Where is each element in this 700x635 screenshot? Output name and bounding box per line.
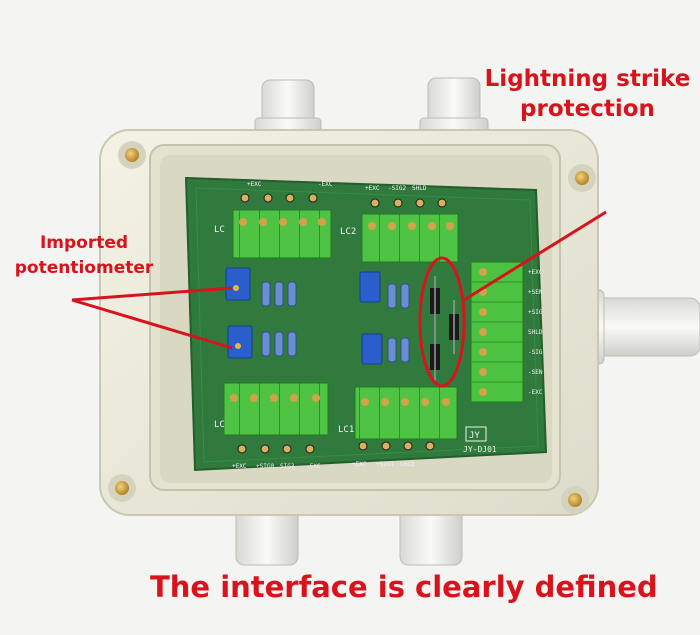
pin-label: +EXC: [232, 463, 247, 470]
board-logo: JY: [469, 431, 480, 441]
potentiometer-caption: Imported potentiometer: [4, 231, 164, 281]
pin-label: -SIG2: [388, 185, 406, 192]
pin-label: +SIG0: [256, 463, 274, 470]
pin-label: SHLD: [528, 329, 543, 336]
pin-label: -EXC: [318, 181, 333, 188]
pin-label: SHLD: [400, 461, 415, 468]
caption-line: Imported: [39, 233, 129, 253]
lc-label: LC: [214, 420, 225, 430]
pin-label: +EXC: [528, 269, 543, 276]
pin-label: +SIG: [528, 309, 543, 316]
annotation-marks: [71, 210, 607, 388]
interface-caption: The interface is clearly defined: [150, 570, 658, 604]
pcb-silkscreen: LC LC2 LC LC1 +EXC -EXC +EXC -SIG2 SHLD …: [214, 181, 543, 470]
highlight-ellipse: [418, 256, 466, 388]
protection-diodes: [430, 276, 459, 382]
terminal-block-bottom-left: [223, 382, 329, 436]
caption-line: protection: [520, 96, 655, 122]
lc-label: LC: [214, 225, 225, 235]
pin-label: +SEN: [528, 289, 543, 296]
pin-label: -SIG: [528, 349, 543, 356]
caption-line: Lightning strike: [484, 66, 691, 92]
pin-label: +EXC: [352, 461, 367, 468]
pin-label: SIG3: [280, 463, 295, 470]
pin-label: +EXC: [247, 181, 262, 188]
pin-label: SHLD: [412, 185, 427, 192]
pin-label: -EXC: [306, 463, 321, 470]
lightning-protection-caption: Lightning strike protection: [480, 64, 695, 124]
pcb-mounting-holes: [237, 193, 447, 454]
resistors: [261, 281, 410, 363]
pointer-line: [71, 286, 233, 302]
board-model: JY-DJ01: [463, 445, 497, 454]
pointer-line: [71, 298, 233, 350]
pin-label: -SEN: [528, 369, 543, 376]
caption-line: potentiometer: [14, 258, 154, 278]
terminal-block-top-left: [232, 209, 332, 259]
pin-label: -EXC: [528, 389, 543, 396]
corner-screws: [108, 141, 596, 514]
potentiometer: [225, 267, 383, 365]
terminal-block-bottom-right: [354, 386, 458, 440]
pointer-line: [463, 210, 607, 302]
terminal-block-top-right: [361, 213, 459, 263]
terminal-block-right: [470, 261, 524, 403]
pin-label: +SIG1: [376, 461, 394, 468]
pin-label: +EXC: [365, 185, 380, 192]
lc-label: LC2: [340, 227, 356, 237]
lc-label: LC1: [338, 425, 354, 435]
